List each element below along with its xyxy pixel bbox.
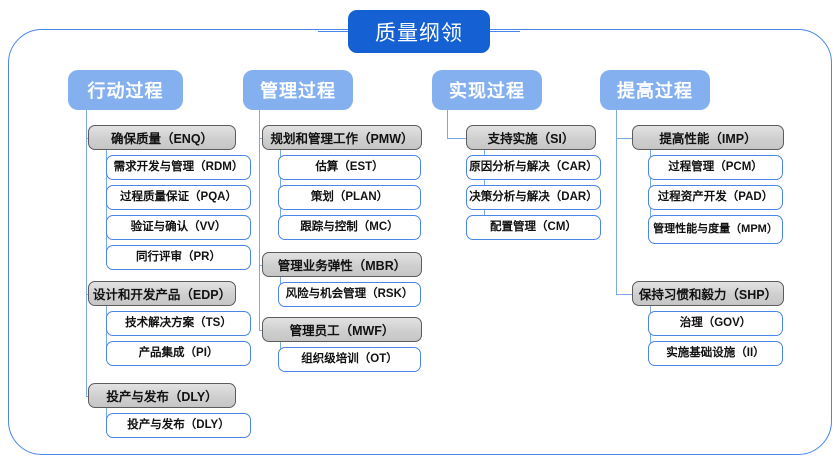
leaf-box-3-0-1[interactable]: 过程资产开发（PAD）: [648, 185, 783, 210]
leaf-box-1-0-2[interactable]: 跟踪与控制（MC）: [278, 215, 421, 240]
leaf-box-0-1-1[interactable]: 产品集成（PI）: [106, 341, 251, 366]
leaf-box-2-0-1[interactable]: 决策分析与解决（DAR）: [466, 185, 601, 210]
group-connector-1-2: [259, 329, 262, 331]
leaf-box-3-0-0[interactable]: 过程管理（PCM）: [648, 155, 783, 180]
column-header-2[interactable]: 实现过程: [432, 70, 542, 110]
leaf-box-1-0-1[interactable]: 策划（PLAN）: [278, 185, 421, 210]
group-connector-1-1: [259, 264, 262, 266]
column-header-0[interactable]: 行动过程: [68, 70, 183, 110]
group-box-0-0[interactable]: 确保质量（ENQ）: [88, 125, 236, 150]
group-connector-3-1: [616, 293, 632, 295]
title-connector-right: [488, 30, 520, 33]
column-trunk-3: [616, 110, 618, 294]
leaf-box-0-2-0[interactable]: 投产与发布（DLY）: [106, 413, 251, 438]
column-header-3[interactable]: 提高过程: [600, 70, 710, 110]
column-header-1[interactable]: 管理过程: [243, 70, 353, 110]
group-box-2-0[interactable]: 支持实施（SI）: [466, 125, 596, 150]
leaf-box-1-1-0[interactable]: 风险与机会管理（RSK）: [278, 282, 421, 307]
group-box-0-2[interactable]: 投产与发布（DLY）: [88, 383, 236, 408]
group-connector-0-2: [86, 395, 88, 397]
group-connector-2-0: [447, 137, 466, 139]
group-box-3-1[interactable]: 保持习惯和毅力（SHP）: [632, 281, 784, 306]
group-box-1-1[interactable]: 管理业务弹性（MBR）: [262, 252, 422, 277]
title-connector-left: [318, 30, 350, 33]
leaf-box-3-1-0[interactable]: 治理（GOV）: [648, 311, 783, 336]
leaf-box-3-1-1[interactable]: 实施基础设施（II）: [648, 341, 783, 366]
leaf-box-1-0-0[interactable]: 估算（EST）: [278, 155, 421, 180]
leaf-box-0-0-1[interactable]: 过程质量保证（PQA）: [106, 185, 251, 210]
group-box-3-0[interactable]: 提高性能（IMP）: [632, 125, 784, 150]
group-box-1-0[interactable]: 规划和管理工作（PMW）: [262, 125, 422, 150]
diagram-title: 质量纲领: [348, 10, 490, 53]
column-trunk-2: [447, 110, 449, 138]
leaf-box-0-0-0[interactable]: 需求开发与管理（RDM）: [106, 155, 251, 180]
group-box-0-1[interactable]: 设计和开发产品（EDP）: [88, 281, 236, 306]
column-trunk-0: [86, 110, 88, 396]
group-connector-3-0: [616, 137, 632, 139]
leaf-box-3-0-2[interactable]: 管理性能与度量（MPM）: [648, 215, 783, 244]
leaf-box-0-1-0[interactable]: 技术解决方案（TS）: [106, 311, 251, 336]
leaf-box-0-0-2[interactable]: 验证与确认（VV）: [106, 215, 251, 240]
leaf-box-0-0-3[interactable]: 同行评审（PR）: [106, 245, 251, 270]
leaf-box-1-2-0[interactable]: 组织级培训（OT）: [278, 347, 421, 372]
column-trunk-1: [259, 110, 261, 330]
group-connector-0-0: [86, 137, 88, 139]
group-box-1-2[interactable]: 管理员工（MWF）: [262, 317, 422, 342]
group-connector-1-0: [259, 137, 262, 139]
group-connector-0-1: [86, 293, 88, 295]
leaf-box-2-0-0[interactable]: 原因分析与解决（CAR）: [466, 155, 601, 180]
leaf-box-2-0-2[interactable]: 配置管理（CM）: [466, 215, 601, 240]
